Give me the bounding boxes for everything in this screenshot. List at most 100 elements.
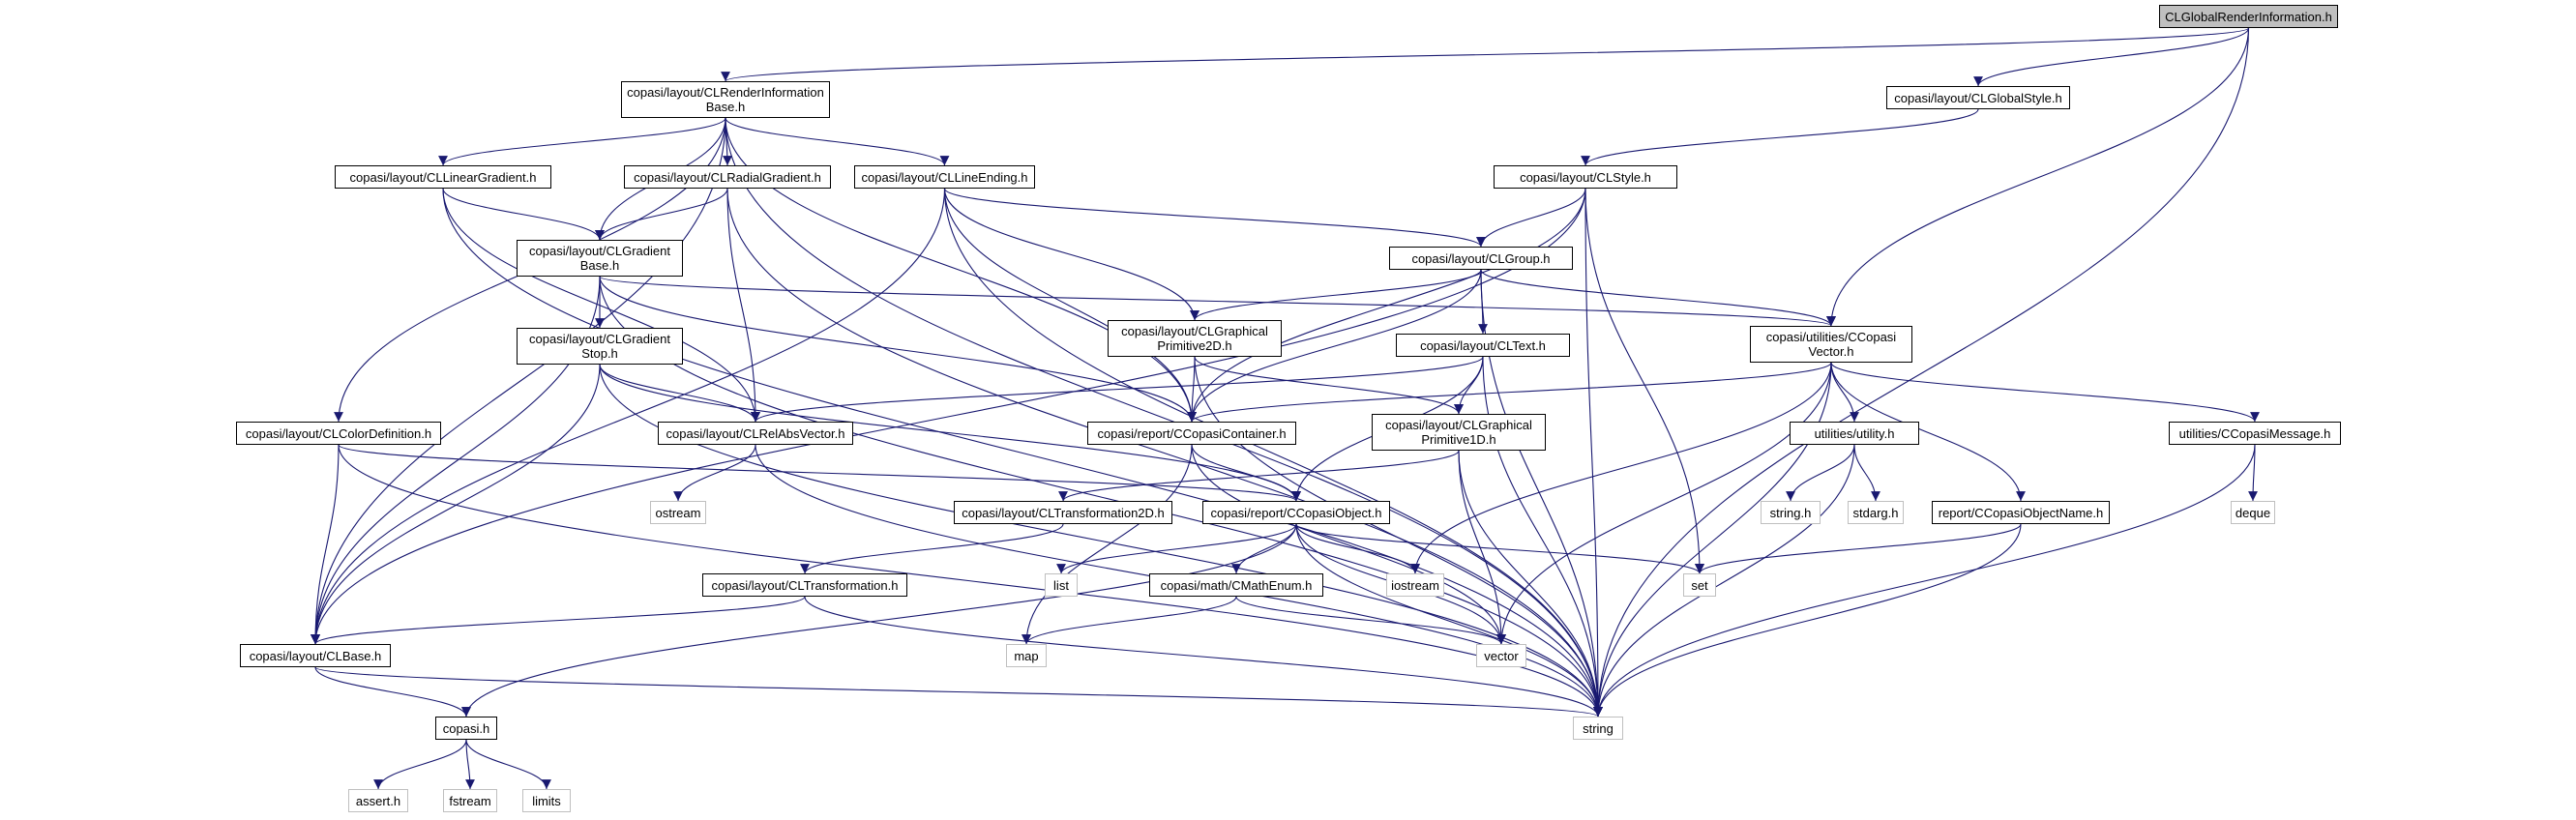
edge-cobject-to-string (1295, 523, 1603, 718)
node-label: copasi/layout/CLColorDefinition.h (245, 425, 432, 441)
node-trans[interactable]: copasi/layout/CLTransformation.h (702, 573, 907, 597)
edge-trans-to-string (804, 596, 1603, 718)
node-label: Primitive1D.h (1421, 432, 1496, 447)
node-string: string (1573, 717, 1623, 740)
edge-trans2d-to-trans (800, 523, 1064, 574)
edge-lineend-to-container (943, 188, 1197, 423)
edge-container-to-cobject (1191, 444, 1301, 502)
edge-cvec-to-iostream (1410, 362, 1832, 574)
node-base[interactable]: copasi/layout/CLBase.h (240, 644, 391, 667)
edge-cobject-to-set (1295, 523, 1704, 574)
edge-cvec-to-vector (1496, 362, 1832, 645)
node-mathenum[interactable]: copasi/math/CMathEnum.h (1149, 573, 1323, 597)
node-radgrad[interactable]: copasi/layout/CLRadialGradient.h (624, 165, 831, 189)
node-style[interactable]: copasi/layout/CLStyle.h (1494, 165, 1677, 189)
edge-cvec-to-string (1593, 362, 1832, 718)
node-label: copasi/layout/CLTransformation2D.h (962, 505, 1165, 520)
node-group[interactable]: copasi/layout/CLGroup.h (1389, 247, 1573, 270)
edge-base-to-copasih (314, 666, 471, 718)
node-ostream: ostream (650, 501, 706, 524)
node-label: copasi/layout/CLStyle.h (1520, 169, 1651, 185)
node-label: copasi/layout/CLBase.h (249, 648, 382, 663)
node-label: Primitive2D.h (1157, 338, 1232, 353)
node-label: copasi/layout/CLLinearGradient.h (349, 169, 537, 185)
edge-text-to-relabs (751, 356, 1484, 423)
node-label: Base.h (579, 258, 620, 273)
node-container[interactable]: copasi/report/CCopasiContainer.h (1087, 422, 1296, 445)
node-lingrad[interactable]: copasi/layout/CLLinearGradient.h (335, 165, 551, 189)
edge-lineend-to-base (311, 188, 946, 645)
edge-copasih-to-asserth (373, 739, 467, 790)
node-set: set (1683, 573, 1716, 597)
edge-copasih-to-fstream (465, 739, 475, 790)
node-deque: deque (2231, 501, 2275, 524)
edge-mathenum-to-vector (1235, 596, 1506, 645)
edge-rib-to-base (311, 117, 726, 645)
edge-style-to-string (1584, 188, 1603, 718)
node-cobject[interactable]: copasi/report/CCopasiObject.h (1202, 501, 1390, 524)
edge-style-to-set (1584, 188, 1704, 574)
edge-root-to-rib (721, 27, 2250, 82)
edge-cvec-to-objname (1830, 362, 2026, 502)
node-label: fstream (449, 793, 491, 808)
edge-text-to-gp1d (1454, 356, 1484, 415)
node-label: copasi/layout/CLRelAbsVector.h (666, 425, 845, 441)
node-relabs[interactable]: copasi/layout/CLRelAbsVector.h (658, 422, 853, 445)
edge-gp2d-to-gp1d (1194, 356, 1464, 415)
node-copasih[interactable]: copasi.h (435, 717, 497, 740)
node-gstyle[interactable]: copasi/layout/CLGlobalStyle.h (1886, 86, 2070, 109)
node-label: copasi/math/CMathEnum.h (1160, 577, 1313, 593)
edge-root-to-cvec (1826, 27, 2250, 327)
node-label: map (1014, 648, 1039, 663)
node-label: limits (532, 793, 561, 808)
edge-gradbase-to-cvec (599, 276, 1836, 327)
node-trans2d[interactable]: copasi/layout/CLTransformation2D.h (954, 501, 1172, 524)
edge-gp2d-to-string (1194, 356, 1603, 718)
node-lineend[interactable]: copasi/layout/CLLineEnding.h (854, 165, 1035, 189)
node-label: copasi/layout/CLGradient (529, 244, 670, 258)
node-label: copasi/layout/CLLineEnding.h (861, 169, 1028, 185)
node-label: copasi/layout/CLRenderInformation (627, 85, 824, 100)
edge-gp1d-to-trans2d (1058, 450, 1460, 502)
node-label: stdarg.h (1852, 505, 1899, 520)
node-limits: limits (522, 789, 571, 812)
edge-gp1d-to-string (1458, 450, 1603, 718)
node-label: Stop.h (581, 346, 618, 361)
node-label: copasi.h (442, 720, 490, 736)
node-label: CLGlobalRenderInformation.h (2165, 9, 2332, 24)
edge-gradstop-to-base (311, 364, 601, 645)
node-root[interactable]: CLGlobalRenderInformation.h (2159, 5, 2338, 28)
node-utility[interactable]: utilities/utility.h (1790, 422, 1919, 445)
edge-group-to-container (1187, 269, 1482, 423)
edge-root-to-gstyle (1973, 27, 2250, 87)
edge-lineend-to-gp2d (943, 188, 1199, 321)
node-label: copasi/layout/CLRadialGradient.h (634, 169, 821, 185)
node-colordef[interactable]: copasi/layout/CLColorDefinition.h (236, 422, 441, 445)
node-text[interactable]: copasi/layout/CLText.h (1396, 334, 1570, 357)
edge-rib-to-lingrad (438, 117, 726, 166)
edge-cmsg-to-string (1593, 444, 2256, 718)
edge-group-to-gp2d (1190, 269, 1482, 321)
node-cmsg[interactable]: utilities/CCopasiMessage.h (2169, 422, 2341, 445)
edge-cobject-to-iostream (1295, 523, 1420, 574)
node-label: copasi/layout/CLTransformation.h (711, 577, 899, 593)
node-objname[interactable]: report/CCopasiObjectName.h (1932, 501, 2110, 524)
edge-lineend-to-group (943, 188, 1486, 248)
edge-gstyle-to-style (1581, 108, 1979, 166)
edge-trans-to-base (311, 596, 806, 645)
node-stdargh: stdarg.h (1848, 501, 1904, 524)
node-label: string.h (1769, 505, 1812, 520)
edge-root-to-string (1593, 27, 2250, 718)
node-label: copasi/report/CCopasiObject.h (1210, 505, 1382, 520)
edge-container-to-map (1022, 444, 1193, 645)
node-label: copasi/layout/CLGradient (529, 332, 670, 346)
node-label: copasi/layout/CLGraphical (1121, 324, 1268, 338)
node-label: copasi/layout/CLGraphical (1385, 418, 1532, 432)
node-label: set (1691, 577, 1708, 593)
